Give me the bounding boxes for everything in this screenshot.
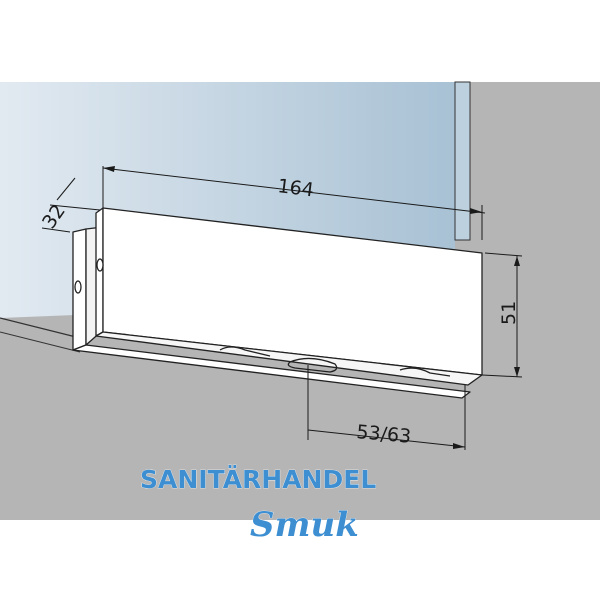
watermark-line1: SANITÄRHANDEL	[140, 464, 376, 494]
dimension-lines	[41, 166, 523, 450]
dimension-arrows	[103, 166, 520, 449]
glass-edge	[454, 81, 471, 241]
dimension-offset-label: 53/63	[356, 421, 412, 448]
glass-door-fitting	[72, 207, 483, 399]
floor-edge	[0, 331, 81, 353]
dimension-height-label: 51	[498, 301, 520, 325]
watermark-line2: Smuk	[250, 505, 359, 545]
floor-line	[0, 317, 81, 339]
dimension-length-label: 164	[276, 175, 315, 201]
